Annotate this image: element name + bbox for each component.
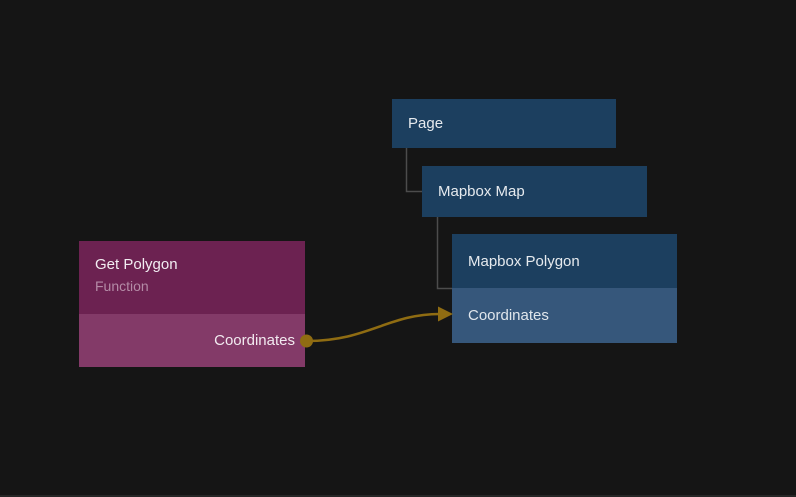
- node-mapbox-map[interactable]: Mapbox Map: [422, 166, 647, 217]
- tree-connector-map-to-polygon: [436, 217, 452, 290]
- node-header[interactable]: Get Polygon Function: [79, 241, 305, 314]
- port-row-coordinates-output[interactable]: Coordinates: [79, 314, 305, 367]
- node-title: Page: [408, 115, 444, 132]
- node-page[interactable]: Page: [392, 99, 616, 148]
- connection-arrowhead-icon: [438, 306, 453, 322]
- port-label: Coordinates: [468, 307, 549, 324]
- node-header[interactable]: Mapbox Polygon: [452, 234, 677, 288]
- node-header[interactable]: Mapbox Map: [422, 166, 647, 217]
- node-subtitle: Function: [95, 278, 149, 294]
- output-port-dot-icon[interactable]: [300, 334, 313, 348]
- node-header[interactable]: Page: [392, 99, 616, 148]
- node-title: Mapbox Polygon: [468, 252, 580, 270]
- port-row-coordinates-input[interactable]: Coordinates: [452, 288, 677, 343]
- connection-wire[interactable]: [305, 312, 442, 343]
- node-title: Mapbox Map: [438, 183, 525, 200]
- canvas-bottom-edge: [0, 495, 796, 497]
- port-label: Coordinates: [214, 332, 295, 349]
- node-mapbox-polygon[interactable]: Mapbox Polygon Coordinates: [452, 234, 677, 343]
- node-get-polygon[interactable]: Get Polygon Function Coordinates: [79, 241, 305, 367]
- node-title: Get Polygon: [95, 256, 178, 273]
- tree-connector-page-to-map: [405, 148, 422, 193]
